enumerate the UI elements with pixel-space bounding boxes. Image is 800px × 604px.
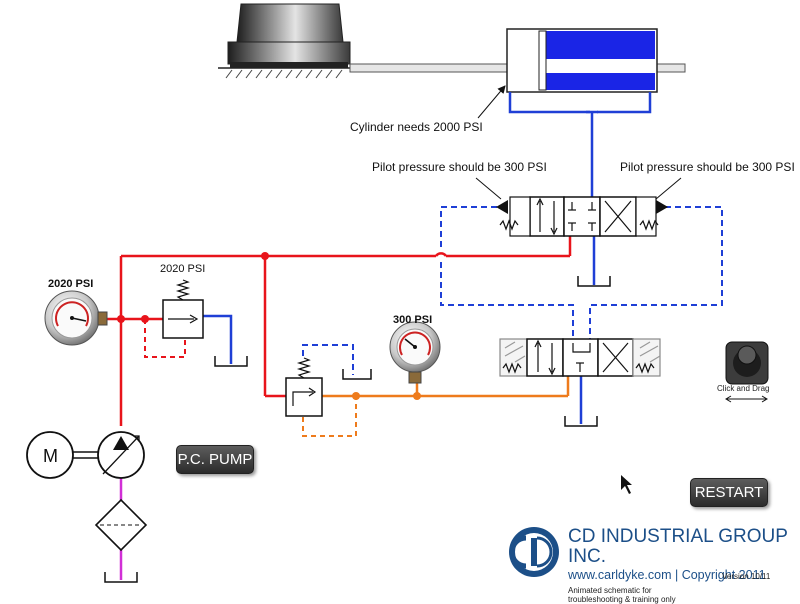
joystick-control[interactable] [725,341,769,403]
pilot-note-right: Pilot pressure should be 300 PSI [620,160,795,174]
pressure-reducing-valve [285,357,323,417]
electric-motor: M [26,431,98,479]
main-pressure-gauge: 2020 PSI [44,278,108,346]
press-load [218,3,508,79]
cylinder-note: Cylinder needs 2000 PSI [350,120,483,134]
restart-button[interactable]: RESTART [690,478,768,507]
pressure-lines [105,236,572,426]
motor-symbol: M [43,446,58,466]
pilot-gauge-reading: 300 PSI [393,314,432,326]
company-logo [509,527,559,577]
pressure-junctions [117,252,269,323]
main-gauge-reading: 2020 PSI [48,278,93,290]
tank-symbols [104,276,611,583]
company-website: www.carldyke.com | Copyright 2011 [568,568,766,582]
hydraulic-schematic: Cylinder needs 2000 PSI Pilot pressure s… [26,3,795,583]
pilot-note-right-arrow [655,177,682,200]
pilot-junctions [352,392,421,400]
company-name: CD INDUSTRIAL GROUP INC. [568,526,788,567]
relief-pilot-dashed [144,319,186,358]
tank-return-lines [203,110,598,424]
joystick-hint: Click and Drag [717,384,770,393]
reducing-valve-drain [302,396,357,437]
note-line-2: troubleshooting & training only [568,595,676,604]
note-line-1: Animated schematic for [568,586,652,595]
pressure-compensated-pump [97,431,145,479]
relief-valve: 2020 PSI [160,263,205,339]
pilot-note-left-arrow [475,177,502,200]
pilot-pressure-lines-dashed [302,206,723,375]
pilot-note-left: Pilot pressure should be 300 PSI [372,160,547,174]
cylinder-note-arrow [477,85,506,119]
branding-block: CD INDUSTRIAL GROUP INC. www.carldyke.co… [568,527,800,604]
mouse-cursor-icon [621,475,632,494]
pilot-directional-valve [499,338,661,377]
main-directional-valve [496,196,668,237]
suction-filter [94,498,148,552]
relief-setting-label: 2020 PSI [160,263,205,275]
version-label: Version 10/11 [722,572,771,581]
pc-pump-button[interactable]: P.C. PUMP [176,445,254,474]
pilot-pressure-gauge: 300 PSI [389,314,441,384]
hydraulic-cylinder [349,28,686,114]
